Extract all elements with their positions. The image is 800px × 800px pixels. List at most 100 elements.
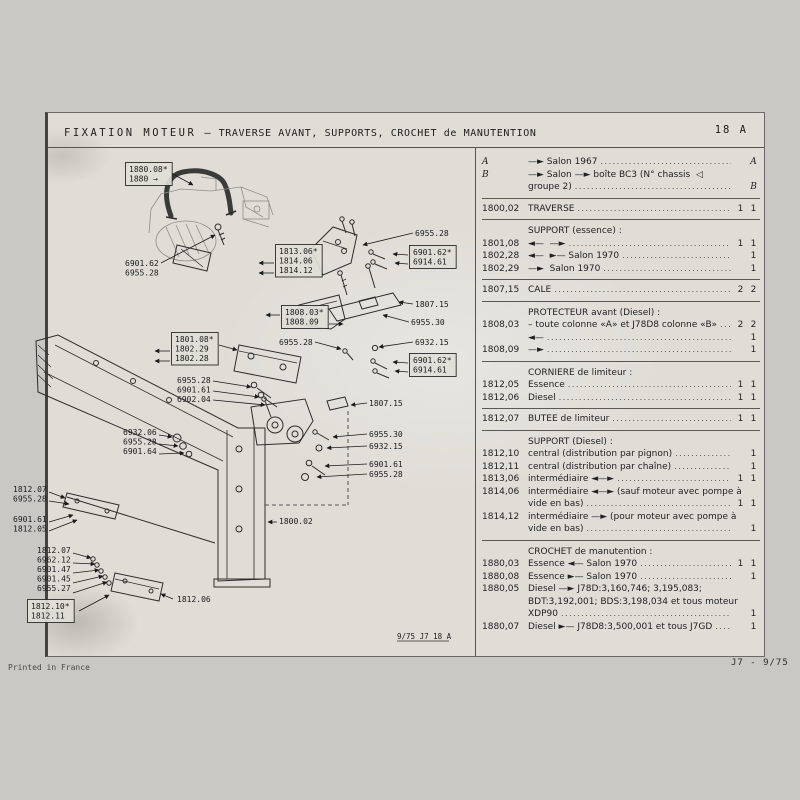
part-ref: 1802,29	[482, 263, 520, 274]
part-label-text: 6932.06	[123, 428, 157, 437]
desc-line: PROTECTEUR avant (Diesel) :	[528, 307, 760, 320]
part-row: 1812,06Diesel11	[482, 392, 760, 405]
section-header: SUPPORT (essence) :	[528, 226, 622, 236]
part-desc: central (distribution par pignon)	[528, 449, 673, 459]
dots-leader	[575, 181, 731, 194]
qty-col-a: 1	[737, 380, 744, 390]
part-ref	[482, 367, 528, 380]
page-number: 18 A	[714, 124, 748, 136]
part-ref: 1802,28	[482, 251, 520, 261]
part-row: ◄—1	[482, 332, 760, 345]
parts-section: SUPPORT (essence) :1801,08◄— —►111802,28…	[482, 219, 760, 279]
part-desc: Diesel	[528, 392, 556, 403]
desc-line: – toute colonne «A» et J78D8 colonne «B»…	[528, 319, 760, 332]
part-desc-block: intermédiaire ◄—► (sauf moteur avec pomp…	[528, 486, 760, 511]
part-desc: intermédiaire ◄—► (sauf moteur avec pomp…	[528, 486, 742, 497]
part-ref: 1814,12	[482, 511, 520, 522]
part-label: 6955.28	[415, 229, 449, 238]
dots-leader	[586, 523, 731, 536]
desc-line: central (distribution par pignon)1	[528, 448, 760, 461]
part-desc-block: BUTEE de limiteur11	[528, 413, 760, 426]
desc-line: intermédiaire —► (pour moteur avec pompe…	[528, 511, 760, 524]
part-desc-block: central (distribution par pignon)1	[528, 448, 760, 461]
part-label-text: 6955.30	[411, 318, 445, 327]
part-label-text: 6932.15	[415, 338, 449, 347]
parts-section: 1807,15CALE22	[482, 279, 760, 301]
part-label-text: 1814.12	[279, 266, 313, 275]
desc-line: —► Salon 1967A	[528, 156, 760, 169]
part-desc: intermédiaire ◄—►	[528, 474, 615, 484]
part-label-box	[409, 245, 457, 269]
part-label: 6955.28	[369, 470, 403, 479]
parts-list: A—► Salon 1967AB—► Salon —► boîte BC3 (N…	[475, 147, 764, 656]
dots-leader	[640, 571, 731, 584]
part-desc-block: Essence11	[528, 379, 760, 392]
part-ref: 1808,03	[482, 320, 520, 330]
qty-col-b: 1	[750, 461, 757, 472]
part-label-text: 6901.61	[177, 386, 211, 395]
part-row: 1802,29—► Salon 19701	[482, 263, 760, 276]
part-ref	[482, 225, 528, 238]
part-label: 1812.10*1812.11	[27, 599, 75, 623]
dots-leader	[617, 473, 731, 486]
qty-col-b: 1	[750, 571, 757, 582]
parts-section: CORNIERE de limiteur :1812,05Essence1118…	[482, 360, 760, 409]
desc-line: ◄—1	[528, 332, 760, 345]
part-desc: central (distribution par chaîne)	[528, 461, 672, 472]
part-desc-block: Diesel —► J78D:3,160,746; 3,195,083;BDT:…	[528, 583, 760, 621]
dots-leader	[720, 319, 731, 332]
qty-col-b: 1	[750, 499, 757, 509]
desc-line: SUPPORT (Diesel) :	[528, 436, 760, 449]
part-label-text: 6901.61	[13, 515, 47, 524]
part-row: B—► Salon —► boîte BC3 (N° chassis ◁grou…	[482, 169, 760, 194]
part-desc: —► Salon —► boîte BC3 (N° chassis ◁	[528, 169, 703, 180]
dots-leader	[622, 250, 731, 263]
footer-page-ref: J7 - 9/75	[731, 658, 789, 668]
part-row: 1800,02TRAVERSE11	[482, 203, 760, 216]
qty-col-a: 1	[737, 414, 744, 424]
part-label-text: 1807.15	[415, 300, 449, 309]
part-label: 6955.30	[411, 318, 445, 327]
title-separator: –	[204, 126, 211, 139]
lifting-hook-art	[164, 168, 237, 220]
part-desc: XDP90	[528, 609, 558, 619]
part-label-text: 6901.62	[125, 259, 159, 268]
part-label-box	[171, 332, 219, 366]
part-label-text: 6901.62*	[413, 356, 452, 365]
part-desc: ◄— —►	[528, 238, 566, 249]
part-label: 6955.30	[369, 430, 403, 439]
dots-leader	[603, 263, 731, 276]
desc-line: Essence ►— Salon 19701	[528, 571, 760, 584]
part-ref	[482, 332, 528, 345]
part-desc: BDT:3,192,001; BDS:3,198,034 et tous mot…	[528, 596, 738, 607]
section-title: FIXATION MOTEUR	[64, 126, 197, 139]
dots-leader	[640, 558, 731, 571]
parts-section: PROTECTEUR avant (Diesel) : 1808,03 – tout…	[482, 300, 760, 361]
part-desc: Essence	[528, 380, 565, 390]
dots-leader	[586, 498, 731, 511]
part-label-text: 6902.04	[177, 395, 211, 404]
part-label-text: 1808.09	[285, 318, 319, 327]
qty-col-a: 1	[737, 499, 744, 509]
part-label-text: 6955.30	[369, 430, 403, 439]
part-label-text: 6901.64	[123, 447, 157, 456]
part-desc-block: —►1	[528, 344, 760, 357]
desc-line: CALE22	[528, 284, 760, 297]
engine-sketch	[148, 176, 274, 262]
part-label-text: 6955.28	[125, 269, 159, 278]
part-desc-block: SUPPORT (Diesel) :	[528, 436, 760, 449]
qty-col-a: 1	[737, 559, 744, 569]
desc-line: intermédiaire ◄—► (sauf moteur avec pomp…	[528, 486, 760, 499]
part-label-text: 6932.15	[369, 442, 403, 451]
section-subtitle: TRAVERSE AVANT, SUPPORTS, CROCHET de MAN…	[218, 127, 537, 139]
part-row: 1808,09—►1	[482, 344, 760, 357]
part-label-text: 6955.28	[279, 338, 313, 347]
part-label-text: 1812.10*	[31, 602, 70, 611]
